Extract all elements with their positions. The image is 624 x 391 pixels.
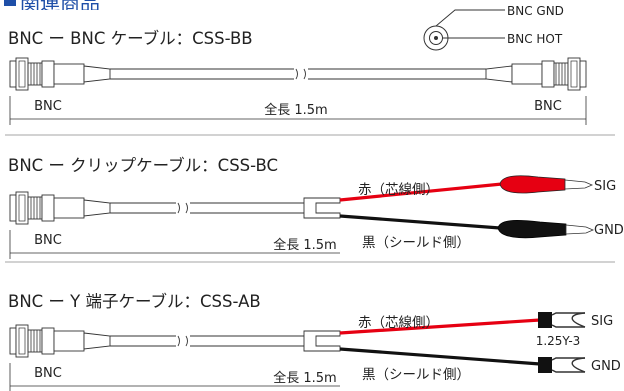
header-title: 関連商品 xyxy=(20,0,100,10)
black-alligator-clip xyxy=(497,220,595,239)
red-wire-label: 赤（芯線側） xyxy=(358,182,439,198)
y-terminal-spec-label: 1.25Y-3 xyxy=(536,334,581,348)
gnd-label: GND xyxy=(594,223,624,238)
bnc-label: BNC xyxy=(34,233,62,248)
section-header: 関連商品 xyxy=(0,0,200,10)
coax-cable xyxy=(110,334,304,348)
length-dimension xyxy=(9,363,340,391)
bnc-connector xyxy=(9,324,111,358)
red-alligator-clip xyxy=(499,175,594,194)
length-dimension xyxy=(9,96,587,125)
y-terminal-gnd xyxy=(538,357,586,373)
bnc-connector xyxy=(9,191,111,225)
y-terminal-sig xyxy=(538,312,586,328)
cable-splitter xyxy=(303,330,341,352)
gnd-label: GND xyxy=(591,359,621,374)
length-dimension xyxy=(9,230,340,259)
section-title: BNC ー クリップケーブル：CSS-BC xyxy=(8,155,278,175)
length-label: 全長 1.5m xyxy=(264,102,327,118)
bnc-right-label: BNC xyxy=(534,99,562,114)
bnc-connector-legend: BNC GND BNC HOT xyxy=(423,4,564,51)
header-square-icon xyxy=(4,0,16,6)
black-wire-label: 黒（シールド側） xyxy=(362,235,470,251)
length-label: 全長 1.5m xyxy=(273,370,336,386)
section-bnc-y-terminal: BNC ー Y 端子ケーブル：CSS-AB xyxy=(8,291,621,391)
section-bnc-clip: BNC ー クリップケーブル：CSS-BC xyxy=(8,155,624,259)
black-wire-label: 黒（シールド側） xyxy=(362,367,470,383)
red-wire xyxy=(339,318,541,335)
bnc-connector-right xyxy=(485,57,587,91)
legend-hot-label: BNC HOT xyxy=(507,32,563,46)
length-label: 全長 1.5m xyxy=(273,237,336,253)
bnc-label: BNC xyxy=(34,366,62,381)
black-wire xyxy=(339,347,541,366)
sig-label: SIG xyxy=(594,179,616,194)
coax-cable xyxy=(110,201,304,215)
coax-cable xyxy=(110,67,486,81)
legend-gnd-label: BNC GND xyxy=(507,4,564,18)
section-title: BNC ー Y 端子ケーブル：CSS-AB xyxy=(8,291,261,311)
bnc-left-label: BNC xyxy=(34,99,62,114)
red-wire-label: 赤（芯線側） xyxy=(358,315,439,331)
cable-splitter xyxy=(303,197,341,219)
bnc-connector-left xyxy=(9,57,111,91)
section-bnc-bnc: BNC ー BNC ケーブル：CSS-BB BNC GND BNC HOT xyxy=(8,4,587,125)
section-title: BNC ー BNC ケーブル：CSS-BB xyxy=(8,28,253,48)
sig-label: SIG xyxy=(591,314,613,329)
black-wire xyxy=(339,214,501,230)
red-wire xyxy=(339,182,503,202)
